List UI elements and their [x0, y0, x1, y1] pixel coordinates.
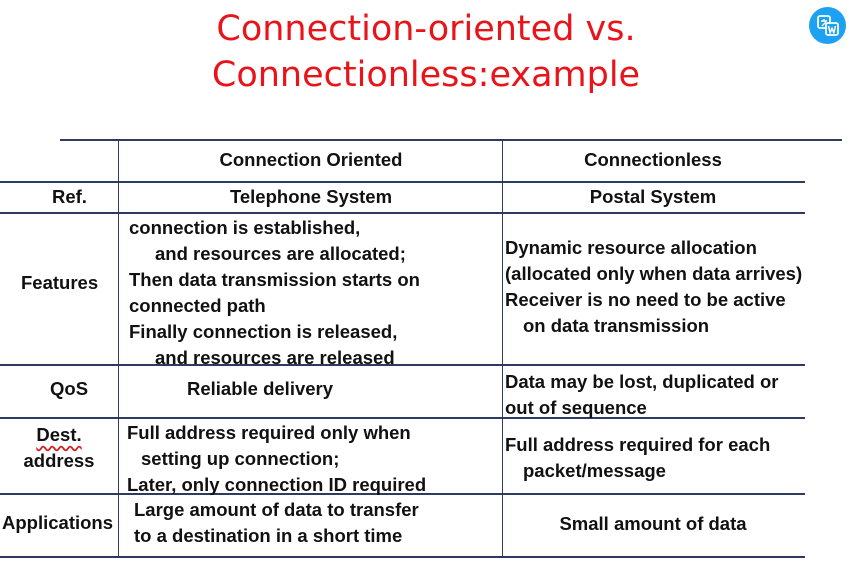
table-rule [0, 364, 805, 366]
header-connection-oriented: Connection Oriented [219, 149, 403, 170]
cell-features-oriented: connection is established, and resources… [129, 215, 420, 371]
cell-line: on data transmission [523, 315, 710, 336]
row-label-applications: Applications [2, 510, 113, 536]
cell-dest-connectionless: Full address required for each packet/me… [505, 432, 770, 484]
cell-line: Dynamic resource allocation [505, 237, 757, 258]
table-rule [0, 556, 805, 558]
title-line-2: Connectionless:example [211, 55, 641, 95]
cell-line: Then data transmission starts on [129, 269, 420, 290]
cell-line: connection is established, [129, 217, 361, 238]
cell-qos-connectionless: Data may be lost, duplicated or out of s… [505, 369, 778, 421]
label-text: Features [21, 272, 99, 293]
column-rule [502, 417, 503, 556]
cell-features-connectionless: Dynamic resource allocation (allocated o… [505, 235, 802, 339]
translate-icon [817, 15, 839, 36]
cell-line: and resources are allocated; [155, 243, 406, 264]
label-text: Ref. [52, 186, 87, 207]
cell-qos-oriented: Reliable delivery [187, 376, 333, 402]
table-rule [0, 212, 805, 214]
table-rule [0, 493, 805, 495]
header-connectionless: Connectionless [584, 149, 722, 170]
cell-line: (allocated only when data arrives) [505, 263, 803, 284]
cell-applications-connectionless: Small amount of data [503, 511, 803, 537]
cell-applications-oriented: Large amount of data to transfer to a de… [134, 497, 419, 549]
header-cell: Connection Oriented [120, 147, 502, 173]
row-label-ref: Ref. [52, 184, 87, 210]
cell-line: packet/message [523, 460, 666, 481]
cell-line: Data may be lost, duplicated or [505, 371, 779, 392]
cell-line: Receiver is no need to be active [505, 289, 786, 310]
cell-line: connected path [129, 295, 266, 316]
cell-text: Small amount of data [559, 513, 747, 534]
cell-line: Later, only connection ID required [127, 474, 427, 495]
table-rule [60, 139, 842, 141]
cell-text: Telephone System [229, 186, 393, 207]
title-line-1: Connection-oriented vs. [216, 9, 636, 49]
table-rule [0, 417, 805, 419]
cell-line: setting up connection; [141, 448, 340, 469]
label-text: Applications [2, 512, 114, 533]
cell-ref-oriented: Telephone System [120, 184, 502, 210]
cell-line: Full address required for each [505, 434, 771, 455]
column-rule [118, 139, 119, 417]
cell-text: Reliable delivery [187, 378, 334, 399]
label-line: Dest. [36, 424, 82, 445]
column-rule [118, 417, 119, 556]
row-label-features: Features [21, 270, 98, 296]
cell-line: out of sequence [505, 397, 647, 418]
cell-ref-connectionless: Postal System [503, 184, 803, 210]
column-rule [502, 139, 503, 417]
cell-line: to a destination in a short time [134, 525, 403, 546]
row-label-dest-address: Dest. address [0, 422, 118, 474]
label-text: QoS [50, 378, 89, 399]
cell-line: Full address required only when [127, 422, 411, 443]
table-rule [0, 181, 805, 183]
cell-line: Finally connection is released, [129, 321, 398, 342]
cell-line: Large amount of data to transfer [134, 499, 419, 520]
header-cell: Connectionless [503, 147, 803, 173]
row-label-qos: QoS [50, 376, 88, 402]
cell-text: Postal System [589, 186, 717, 207]
cell-line: and resources are released [155, 347, 395, 368]
translate-button[interactable] [809, 7, 846, 44]
label-line: address [23, 450, 95, 471]
cell-dest-oriented: Full address required only when setting … [127, 420, 426, 498]
slide-title: Connection-oriented vs. Connectionless:e… [0, 6, 852, 98]
